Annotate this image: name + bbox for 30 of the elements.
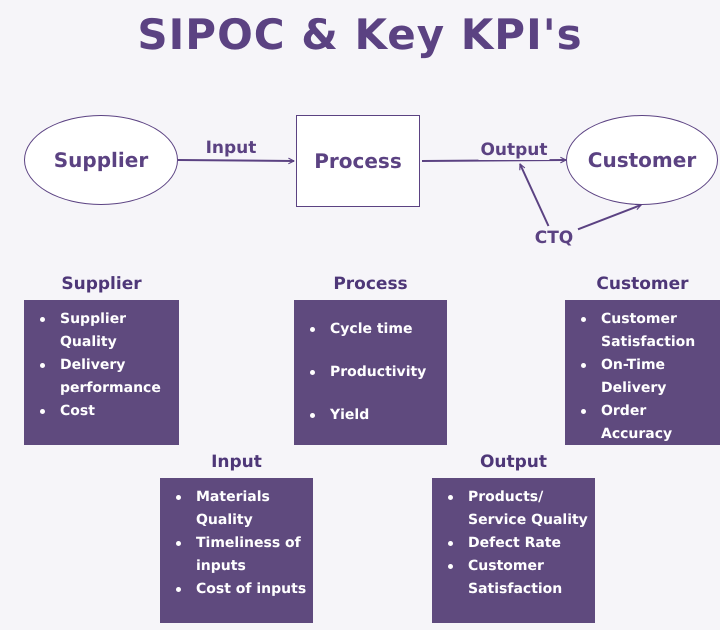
kpi-item: Materials Quality — [196, 488, 271, 530]
arrow — [578, 204, 642, 230]
entity-ellipse: Supplier — [24, 115, 178, 205]
diagram-title: SIPOC & Key KPI's — [136, 10, 584, 59]
kpi-item: Customer Satisfaction — [601, 310, 696, 352]
card-heading: Supplier — [60, 274, 143, 294]
kpi-item: Order Accuracy — [601, 402, 674, 444]
kpi-item: Cycle time — [330, 320, 412, 339]
kpi-item: Yield — [330, 406, 370, 425]
kpi-item: Supplier Quality — [60, 310, 128, 352]
kpi-item: Delivery performance — [60, 356, 162, 398]
kpi-item: Defect Rate — [468, 534, 561, 553]
kpi-item: Timeliness of inputs — [196, 534, 302, 576]
ctq-label: CTQ — [532, 228, 576, 248]
card-heading: Process — [332, 274, 409, 294]
kpi-item: On-Time Delivery — [601, 356, 668, 398]
kpi-item: Products/ Service Quality — [468, 488, 589, 530]
card-heading: Output — [478, 452, 548, 472]
kpi-item: Cost of inputs — [196, 580, 306, 599]
arrow — [519, 163, 550, 226]
process-box: Process — [296, 115, 420, 207]
arrow — [178, 158, 295, 164]
card-heading: Input — [210, 452, 263, 472]
edge-label: Output — [478, 140, 550, 160]
kpi-item: Customer Satisfaction — [468, 557, 564, 599]
entity-ellipse: Customer — [566, 115, 718, 205]
card-heading: Customer — [595, 274, 690, 294]
arrow — [422, 156, 567, 164]
kpi-item: Cost — [60, 402, 95, 421]
kpi-item: Productivity — [330, 363, 426, 382]
